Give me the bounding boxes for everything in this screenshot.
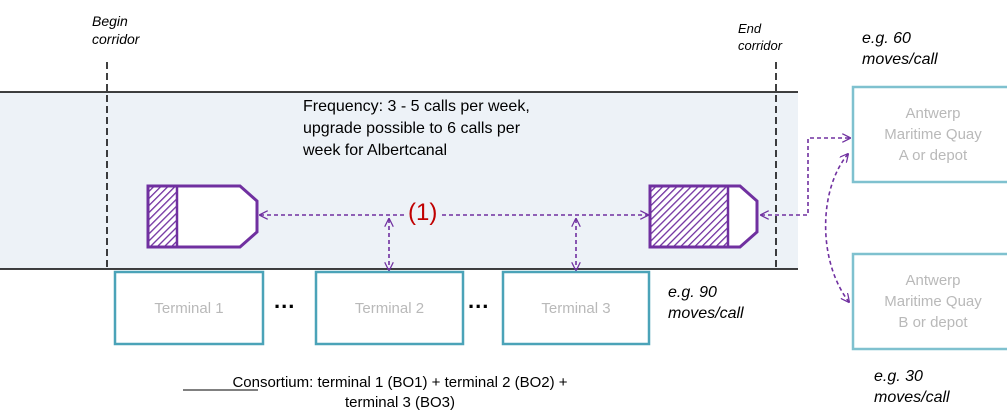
end-corridor-line2: corridor [738,38,783,53]
quay-b-moves-line2: moves/call [874,389,950,406]
terminal-3-label: Terminal 3 [541,299,611,317]
ellipsis-1: ... [274,288,296,313]
quay-b-moves-line1: e.g. 30 [874,368,923,385]
quay-a-line2: Maritime Quay [884,126,982,143]
terminal-moves-line2: moves/call [668,305,744,322]
end-corridor-label: End corridor [738,20,782,54]
quay-a-box [851,85,1007,184]
frequency-line1: Frequency: 3 - 5 calls per week, [303,98,530,115]
quay-a-moves-note: e.g. 60 moves/call [862,28,938,70]
quay-b-line1: Antwerp [905,272,961,289]
frequency-note: Frequency: 3 - 5 calls per week, upgrade… [303,96,530,162]
quay-a-moves-line2: moves/call [862,51,938,68]
consortium-line1-rest: : terminal 1 (BO1) + terminal 2 (BO2) + [309,374,568,391]
end-corridor-line1: End [738,21,762,36]
quay-a-line3: A or depot [898,147,968,164]
begin-corridor-line1: Begin [92,13,128,29]
frequency-line2: upgrade possible to 6 calls per [303,120,521,137]
quay-b-label: Antwerp Maritime Quay B or depot [854,255,1007,348]
begin-corridor-line2: corridor [92,31,140,47]
consortium-line2: terminal 3 (BO3) [344,394,456,411]
quay-b-line3: B or depot [898,314,968,331]
terminal-moves-note: e.g. 90 moves/call [668,282,744,324]
frequency-line3: week for Albertcanal [303,142,448,159]
quay-b-line2: Maritime Quay [884,293,982,310]
quay-a-line1: Antwerp [905,105,961,122]
quay-b-box [851,252,1007,351]
terminal-1-box [113,270,265,346]
quay-a-label: Antwerp Maritime Quay A or depot [854,88,1007,181]
route-label: (1) [405,199,441,227]
terminal-1-label: Terminal 1 [154,299,224,317]
quay-a-b-arrow [824,154,849,302]
ellipsis-2: ... [468,288,490,313]
terminal-moves-line1: e.g. 90 [668,284,717,301]
begin-corridor-label: Begin corridor [92,12,139,48]
consortium-line1: Consortium: terminal 1 (BO1) + terminal … [170,373,630,393]
consortium-keyword: Consortium [232,374,310,391]
quay-a-arrow [761,138,850,215]
quay-a-moves-line1: e.g. 60 [862,30,911,47]
terminal-2-box [314,270,465,346]
barge-right [648,184,759,249]
barge-left [146,184,259,249]
quay-b-moves-note: e.g. 30 moves/call [874,366,950,408]
terminal-3-box [501,270,651,346]
consortium-note: Consortium: terminal 1 (BO1) + terminal … [170,373,630,413]
terminal-2-label: Terminal 2 [354,299,425,317]
